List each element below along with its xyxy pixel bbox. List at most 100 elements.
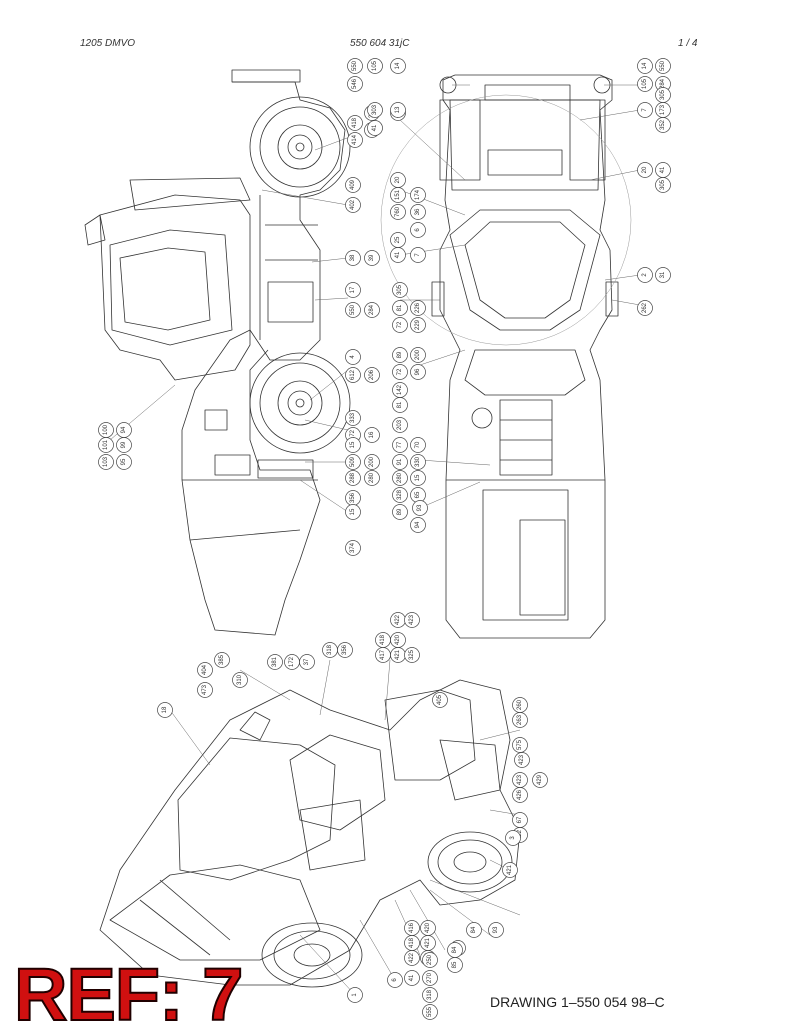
callout-label: 288	[350, 472, 356, 483]
callout-iso-view: 85	[447, 957, 463, 973]
callout-label: 423	[517, 774, 523, 785]
callout-bubble	[410, 317, 426, 333]
callout-label: 93	[493, 926, 499, 933]
callout-label: 429	[537, 774, 543, 785]
callout-label: 72	[397, 368, 403, 375]
callout-bubble	[390, 247, 406, 263]
callout-bubble	[364, 367, 380, 383]
callout-label: 81	[397, 304, 403, 311]
drawing-number: DRAWING 1–550 054 98–C	[490, 994, 665, 1010]
callout-top-view: 41	[367, 120, 383, 136]
callout-label: 16	[369, 431, 375, 438]
callout-bubble	[364, 250, 380, 266]
callout-iso-view: 473	[197, 682, 213, 698]
callout-label: 173	[660, 104, 666, 115]
callout-side-view: 409	[345, 177, 361, 193]
callout-label: 550	[352, 60, 358, 71]
callout-side-view: 15	[345, 504, 361, 520]
callout-iso-view: 84	[466, 922, 482, 938]
callout-bubble	[345, 454, 361, 470]
callout-bubble	[532, 772, 548, 788]
callout-side-view: 15	[345, 437, 361, 453]
callout-iso-view: 422	[404, 950, 420, 966]
callout-bubble	[347, 58, 363, 74]
callout-bubble	[347, 987, 363, 1003]
callout-iso-view: 318	[322, 642, 338, 658]
callout-top-view: 550	[655, 58, 671, 74]
callout-top-view: 41	[655, 162, 671, 178]
callout-bubble	[345, 250, 361, 266]
callout-bubble	[387, 972, 403, 988]
callout-bubble	[345, 282, 361, 298]
callout-bubble	[299, 654, 315, 670]
callout-iso-view: 421	[502, 862, 518, 878]
callout-label: 417	[380, 649, 386, 660]
callout-label: 200	[415, 349, 421, 360]
callout-label: 422	[409, 952, 415, 963]
callout-label: 385	[219, 654, 225, 665]
callout-label: 422	[395, 614, 401, 625]
callout-label: 421	[395, 649, 401, 660]
callout-iso-view: 3	[505, 830, 521, 846]
callout-top-view: 20	[390, 172, 406, 188]
callout-iso-view: 423	[512, 772, 528, 788]
callout-top-view: 77	[392, 437, 408, 453]
callout-top-view: 305	[655, 177, 671, 193]
callout-top-view: 200	[410, 347, 426, 363]
callout-bubble	[157, 702, 173, 718]
callout-top-view: 7	[410, 247, 426, 263]
callout-label: 318	[327, 644, 333, 655]
callout-iso-view: 416	[404, 920, 420, 936]
callout-top-view: 93	[412, 500, 428, 516]
callout-label: 418	[409, 937, 415, 948]
callout-bubble	[392, 487, 408, 503]
callout-label: 250	[427, 954, 433, 965]
callout-iso-view: 418	[404, 935, 420, 951]
callout-iso-view: 270	[422, 970, 438, 986]
callout-side-view: 38	[345, 250, 361, 266]
callout-bubble	[345, 504, 361, 520]
callout-bubble	[512, 712, 528, 728]
callout-label: 172	[350, 429, 356, 440]
callout-bubble	[637, 300, 653, 316]
callout-label: 174	[415, 189, 421, 200]
callout-label: 270	[427, 972, 433, 983]
callout-label: 18	[162, 706, 168, 713]
callout-label: 200	[369, 456, 375, 467]
callout-label: 105	[642, 78, 648, 89]
callout-label: 356	[350, 492, 356, 503]
callout-label: 612	[350, 369, 356, 380]
callout-top-view: 14	[390, 58, 406, 74]
callout-label: 91	[397, 458, 403, 465]
callout-label: 89	[397, 351, 403, 358]
callout-bubble	[422, 952, 438, 968]
callout-iso-view: 555	[422, 1004, 438, 1020]
callout-label: 4	[350, 355, 356, 359]
callout-iso-view: 356	[337, 642, 353, 658]
iso-wheel-front	[427, 831, 513, 893]
callout-bubble	[410, 517, 426, 533]
callout-label: 262	[642, 302, 648, 313]
callout-label: 546	[352, 78, 358, 89]
callout-top-view: 328	[392, 487, 408, 503]
callout-bubble	[364, 427, 380, 443]
callout-label: 404	[202, 664, 208, 675]
reference-stamp: REF: 7	[13, 953, 244, 1036]
callout-bubble	[637, 76, 653, 92]
callout-bubble	[347, 115, 363, 131]
callout-label: 550	[660, 60, 666, 71]
callout-bubble	[410, 204, 426, 220]
callout-bubble	[347, 76, 363, 92]
callout-label: 260	[517, 699, 523, 710]
callout-iso-view: 417	[375, 647, 391, 663]
callout-label: 41	[409, 974, 415, 981]
callout-label: 172	[289, 656, 295, 667]
callout-iso-view: 421	[390, 647, 406, 663]
callout-bubble	[98, 437, 114, 453]
callout-side-view: 280	[364, 470, 380, 486]
callout-top-view: 41	[390, 247, 406, 263]
callout-top-view: 280	[392, 470, 408, 486]
callout-top-view: 15	[410, 470, 426, 486]
callout-label: 84	[452, 946, 458, 953]
callout-label: 36	[415, 208, 421, 215]
